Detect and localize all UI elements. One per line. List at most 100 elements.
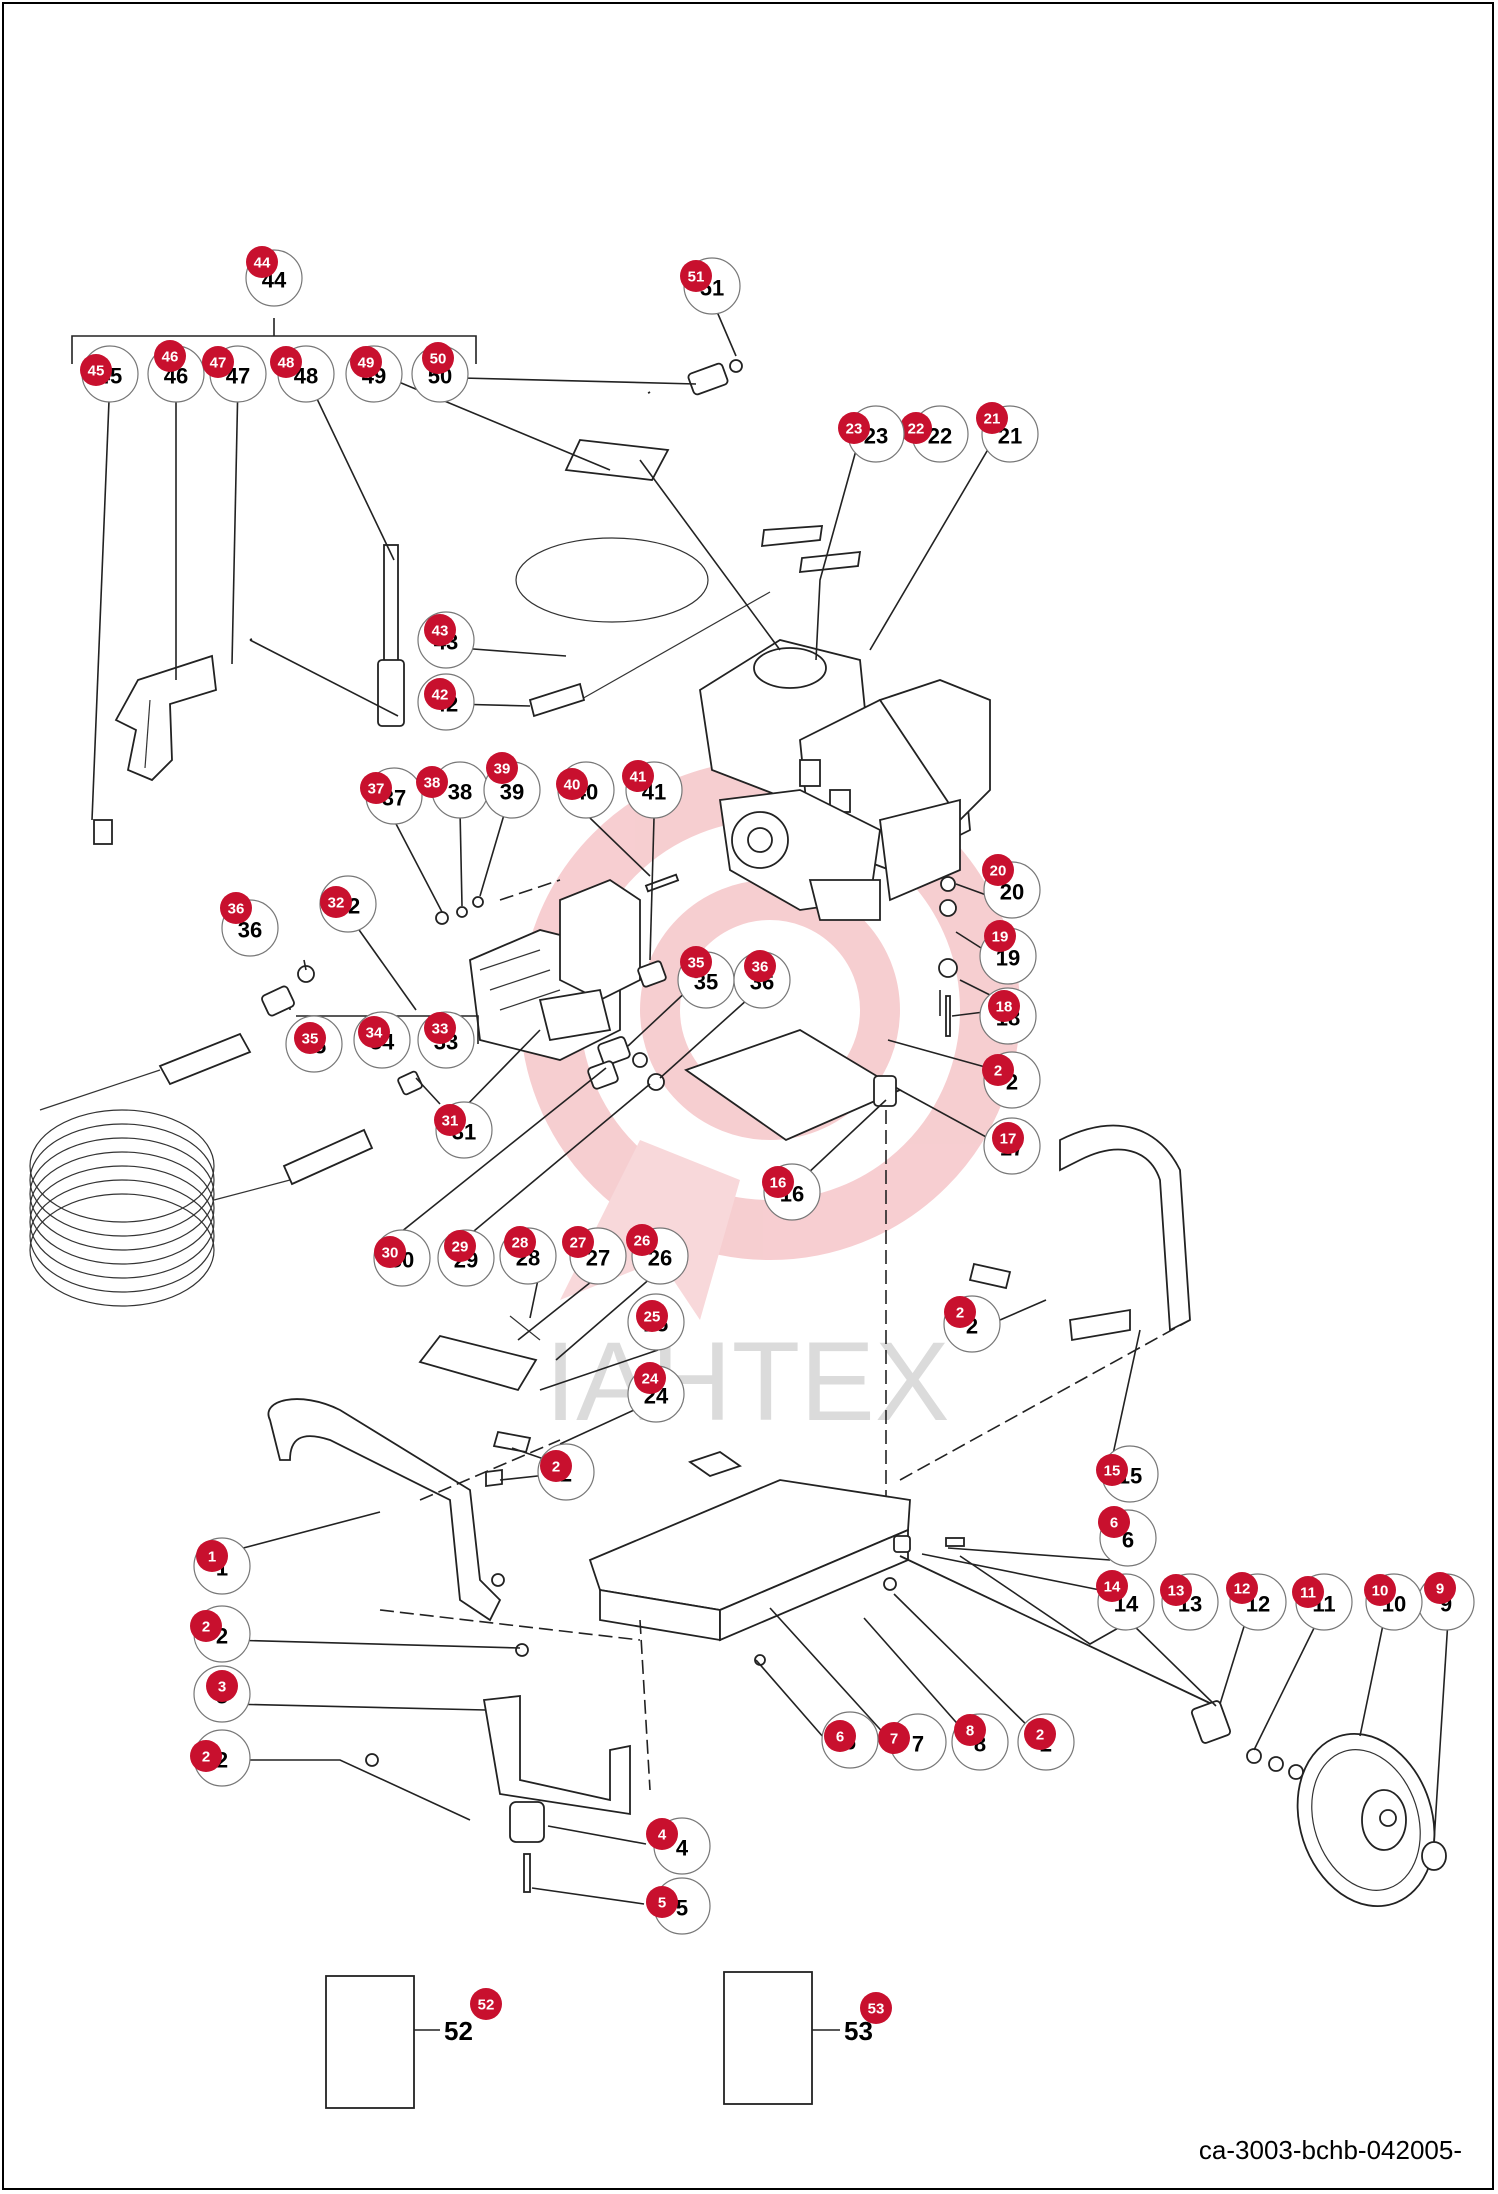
callout-marker-label: 36 <box>228 901 245 918</box>
callout-marker[interactable] <box>270 346 302 378</box>
callout-marker[interactable] <box>424 1012 456 1044</box>
callout-marker[interactable] <box>416 766 448 798</box>
callout-marker[interactable] <box>878 1722 910 1754</box>
callout-marker[interactable] <box>860 1992 892 2024</box>
callout-marker[interactable] <box>900 412 932 444</box>
callout-marker[interactable] <box>838 412 870 444</box>
callout-marker[interactable] <box>646 1818 678 1850</box>
callout-marker[interactable] <box>982 854 1014 886</box>
callout-2: 22 <box>943 1295 1001 1353</box>
callout-marker-label: 20 <box>990 863 1007 880</box>
callout-marker[interactable] <box>196 1540 228 1572</box>
callout-marker[interactable] <box>320 886 352 918</box>
callout-marker[interactable] <box>636 1300 668 1332</box>
callout-marker[interactable] <box>976 402 1008 434</box>
callout-marker[interactable] <box>680 946 712 978</box>
callout-number: 6 <box>1122 1528 1134 1553</box>
callout-4: 44 <box>646 1817 711 1875</box>
callout-marker[interactable] <box>470 1988 502 2020</box>
callout-marker[interactable] <box>80 354 112 386</box>
callout-marker-label: 5 <box>658 1895 666 1912</box>
callout-marker[interactable] <box>1424 1572 1456 1604</box>
callout-marker[interactable] <box>434 1104 466 1136</box>
callout-marker-label: 24 <box>642 1371 659 1388</box>
callout-marker[interactable] <box>556 768 588 800</box>
callout-52: 52 <box>470 1988 502 2020</box>
callout-marker[interactable] <box>984 920 1016 952</box>
callout-marker-label: 33 <box>432 1021 449 1038</box>
callout-marker[interactable] <box>190 1610 222 1642</box>
callout-marker[interactable] <box>954 1714 986 1746</box>
callout-marker[interactable] <box>762 1166 794 1198</box>
callout-marker[interactable] <box>444 1230 476 1262</box>
decal-box-53: 53 <box>723 1971 873 2105</box>
callout-marker[interactable] <box>360 772 392 804</box>
callout-marker-label: 18 <box>996 999 1013 1016</box>
callout-marker[interactable] <box>744 950 776 982</box>
callout-marker[interactable] <box>190 1740 222 1772</box>
callout-marker[interactable] <box>1096 1570 1128 1602</box>
callout-marker[interactable] <box>486 752 518 784</box>
callout-marker[interactable] <box>540 1450 572 1482</box>
callout-marker[interactable] <box>1024 1718 1056 1750</box>
callout-marker[interactable] <box>622 760 654 792</box>
callout-marker[interactable] <box>358 1016 390 1048</box>
callout-marker-label: 34 <box>366 1025 383 1042</box>
callout-marker[interactable] <box>562 1226 594 1258</box>
callout-marker[interactable] <box>944 1296 976 1328</box>
callout-marker[interactable] <box>374 1236 406 1268</box>
callout-7: 77 <box>878 1713 947 1771</box>
callout-marker[interactable] <box>206 1670 238 1702</box>
callout-marker[interactable] <box>646 1886 678 1918</box>
callout-marker-label: 49 <box>358 355 375 372</box>
callout-6: 66 <box>1098 1506 1157 1567</box>
callout-marker[interactable] <box>424 678 456 710</box>
callout-marker-label: 26 <box>634 1233 651 1250</box>
callout-marker[interactable] <box>154 340 186 372</box>
callout-marker[interactable] <box>246 246 278 278</box>
callout-3: 33 <box>193 1665 251 1723</box>
callout-5: 55 <box>646 1877 711 1935</box>
callout-marker[interactable] <box>220 892 252 924</box>
callout-marker[interactable] <box>1292 1576 1324 1608</box>
callout-marker[interactable] <box>504 1226 536 1258</box>
callout-marker[interactable] <box>422 342 454 374</box>
callout-29: 2929 <box>437 1229 495 1287</box>
watermark-text: IAHTEX <box>545 1319 950 1444</box>
callout-marker[interactable] <box>824 1720 856 1752</box>
callout-marker[interactable] <box>1098 1506 1130 1538</box>
callout-marker[interactable] <box>680 260 712 292</box>
callout-marker-label: 28 <box>512 1235 529 1252</box>
callout-marker-label: 10 <box>1372 1583 1389 1600</box>
callout-marker[interactable] <box>294 1022 326 1054</box>
callout-marker-label: 44 <box>254 255 271 272</box>
callout-marker[interactable] <box>1226 1572 1258 1604</box>
callout-marker[interactable] <box>1364 1574 1396 1606</box>
callout-marker-label: 51 <box>688 269 705 286</box>
callout-marker[interactable] <box>982 1054 1014 1086</box>
decal-box-52: 52 <box>325 1975 473 2109</box>
callout-marker[interactable] <box>626 1224 658 1256</box>
callout-marker[interactable] <box>202 346 234 378</box>
engine <box>639 435 991 921</box>
callout-marker[interactable] <box>992 1122 1024 1154</box>
callout-marker[interactable] <box>1096 1454 1128 1486</box>
callout-marker-label: 29 <box>452 1239 469 1256</box>
callout-marker[interactable] <box>350 346 382 378</box>
callout-marker[interactable] <box>634 1362 666 1394</box>
callout-marker[interactable] <box>424 614 456 646</box>
callout-marker[interactable] <box>1160 1574 1192 1606</box>
callout-marker[interactable] <box>988 990 1020 1022</box>
